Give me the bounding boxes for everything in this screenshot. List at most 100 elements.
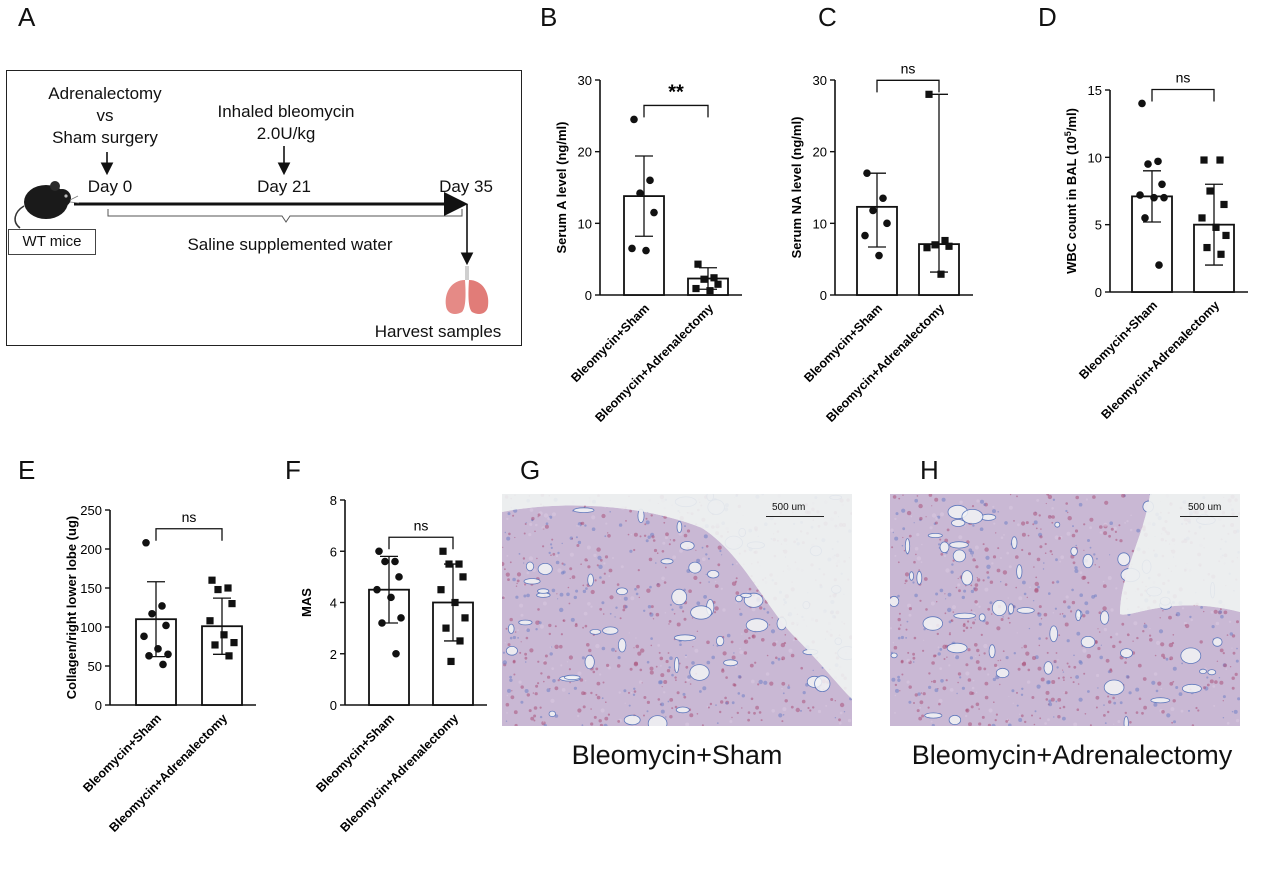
data-point bbox=[391, 557, 399, 566]
tissue-speck bbox=[1098, 631, 1101, 633]
tissue-speck bbox=[1149, 627, 1151, 630]
tissue-speck bbox=[1097, 687, 1099, 689]
tissue-speck bbox=[582, 626, 584, 629]
tissue-speck bbox=[1037, 585, 1040, 589]
category-label: Bleomycin+Adrenalectomy bbox=[106, 711, 230, 835]
tissue-speck bbox=[902, 527, 906, 531]
tissue-speck bbox=[790, 705, 794, 709]
tissue-speck bbox=[915, 553, 917, 556]
tissue-speck bbox=[978, 654, 981, 656]
tissue-speck bbox=[1188, 709, 1190, 712]
tissue-speck bbox=[902, 536, 904, 539]
tissue-speck bbox=[586, 545, 591, 550]
tissue-speck bbox=[1136, 528, 1141, 533]
tissue-speck bbox=[1031, 714, 1033, 717]
tissue-speck bbox=[584, 558, 588, 562]
wt-mice-box: WT mice bbox=[8, 229, 96, 255]
tissue-speck bbox=[747, 718, 750, 722]
tissue-speck bbox=[607, 532, 609, 534]
tissue-speck bbox=[1197, 709, 1200, 712]
airway bbox=[707, 569, 720, 579]
tissue-speck bbox=[582, 584, 585, 587]
tissue-speck bbox=[910, 515, 913, 518]
tissue-speck bbox=[1095, 557, 1098, 560]
tissue-speck bbox=[982, 579, 985, 582]
tissue-speck bbox=[671, 673, 674, 677]
tissue-speck bbox=[1061, 613, 1064, 615]
tissue-speck bbox=[517, 637, 519, 639]
tissue-speck bbox=[918, 716, 923, 721]
tissue-speck bbox=[920, 692, 923, 694]
tissue-speck bbox=[1062, 705, 1066, 709]
airway bbox=[1119, 648, 1133, 659]
tissue-speck bbox=[593, 715, 597, 719]
tissue-speck bbox=[1115, 632, 1119, 636]
tissue-speck bbox=[1008, 695, 1010, 697]
tissue-speck bbox=[688, 589, 692, 593]
tissue-speck bbox=[526, 571, 530, 575]
tissue-speck bbox=[830, 698, 834, 701]
tissue-speck bbox=[975, 702, 980, 707]
tissue-speck bbox=[986, 564, 991, 569]
tissue-speck bbox=[1231, 711, 1234, 713]
tissue-speck bbox=[1142, 677, 1147, 681]
tissue-speck bbox=[628, 691, 630, 694]
tissue-speck bbox=[1226, 721, 1230, 725]
tissue-speck bbox=[984, 681, 989, 686]
tissue-speck bbox=[994, 663, 998, 667]
tissue-speck bbox=[668, 666, 671, 669]
tissue-speck bbox=[939, 588, 944, 593]
tissue-speck bbox=[557, 568, 562, 573]
tissue-speck bbox=[939, 667, 943, 670]
airway bbox=[1103, 679, 1125, 696]
tissue-speck bbox=[1053, 716, 1055, 718]
tissue-speck bbox=[666, 669, 671, 673]
tissue-speck bbox=[644, 523, 647, 526]
tissue-speck bbox=[618, 691, 621, 694]
airway bbox=[1212, 637, 1223, 647]
tissue-speck bbox=[1141, 711, 1144, 715]
tissue-speck bbox=[1033, 511, 1038, 516]
tissue-speck bbox=[638, 680, 643, 684]
tissue-speck bbox=[611, 647, 615, 652]
tissue-speck bbox=[649, 585, 652, 589]
airway bbox=[735, 595, 743, 603]
airway bbox=[904, 538, 911, 554]
bar-sham bbox=[1131, 195, 1173, 293]
tissue-speck bbox=[908, 607, 912, 611]
tissue-speck bbox=[542, 601, 547, 606]
tissue-speck bbox=[1154, 654, 1157, 657]
tissue-speck bbox=[684, 681, 687, 684]
tissue-speck bbox=[539, 624, 544, 629]
tissue-speck bbox=[895, 512, 899, 516]
tissue-speck bbox=[1034, 710, 1037, 713]
tissue-speck bbox=[696, 630, 699, 632]
tissue-speck bbox=[668, 620, 672, 623]
tissue-speck bbox=[1216, 660, 1219, 662]
tissue-speck bbox=[601, 697, 604, 700]
tissue-speck bbox=[557, 598, 559, 600]
data-point bbox=[447, 657, 455, 666]
tissue-speck bbox=[1021, 521, 1026, 526]
tissue-speck bbox=[951, 563, 954, 566]
tissue-speck bbox=[706, 706, 709, 708]
tissue-speck bbox=[596, 547, 601, 552]
tissue-speck bbox=[504, 642, 507, 644]
data-point bbox=[1217, 250, 1225, 258]
tissue-speck bbox=[972, 558, 976, 562]
tissue-speck bbox=[1068, 665, 1071, 668]
tissue-speck bbox=[1043, 562, 1045, 564]
tissue-speck bbox=[995, 666, 999, 670]
tissue-speck bbox=[1056, 580, 1060, 584]
data-point bbox=[228, 600, 236, 608]
airway bbox=[1180, 647, 1202, 664]
tissue-speck bbox=[1064, 622, 1069, 627]
category-label: Bleomycin+Adrenalectomy bbox=[1098, 298, 1222, 420]
data-point bbox=[941, 236, 949, 245]
tissue-speck bbox=[595, 693, 598, 696]
tissue-speck bbox=[772, 642, 777, 647]
tissue-speck bbox=[1082, 575, 1087, 580]
tissue-speck bbox=[1110, 608, 1114, 612]
tissue-speck bbox=[1172, 680, 1175, 683]
tissue-speck bbox=[1017, 523, 1020, 527]
